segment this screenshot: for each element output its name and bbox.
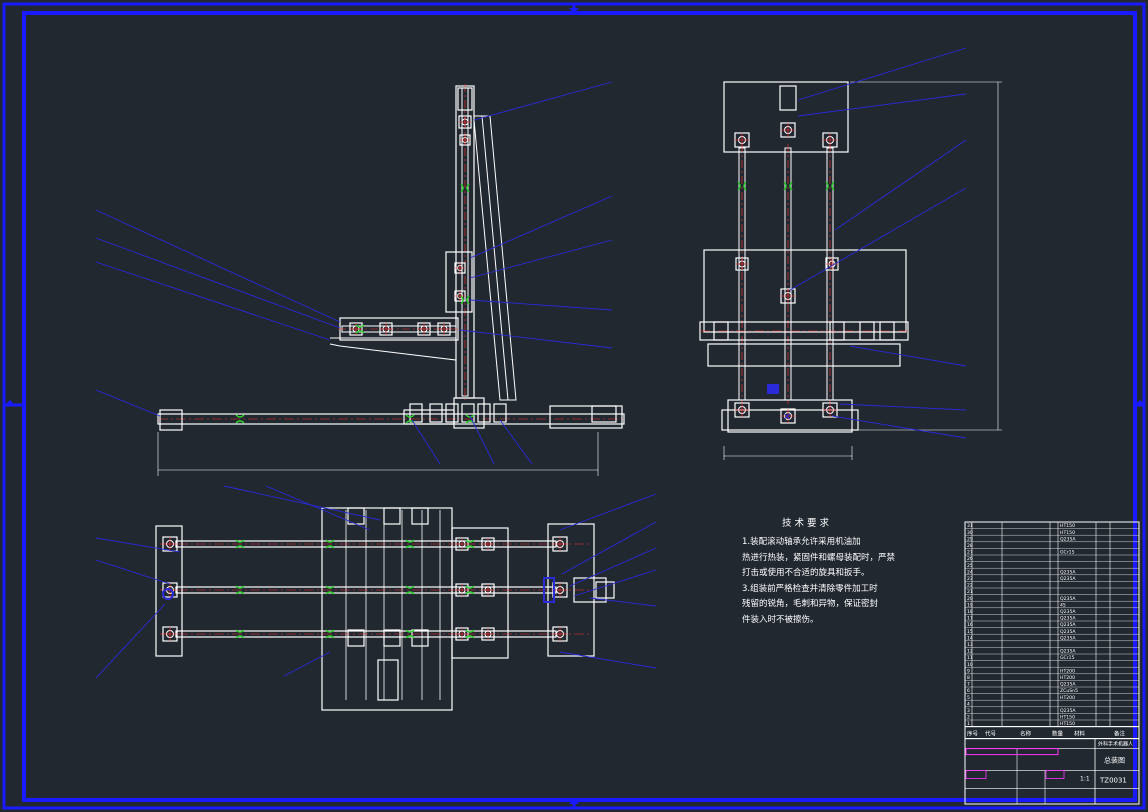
svg-text:HT200: HT200 [1060, 695, 1075, 701]
svg-text:12: 12 [967, 649, 973, 655]
svg-text:45: 45 [1060, 602, 1066, 608]
svg-text:15: 15 [967, 629, 973, 635]
svg-text:6: 6 [967, 688, 970, 694]
svg-text:22: 22 [967, 583, 973, 589]
front-view-leaders [95, 81, 613, 465]
svg-text:31: 31 [967, 523, 973, 529]
top-view [155, 507, 615, 711]
svg-text:HT150: HT150 [1060, 523, 1075, 529]
svg-text:18: 18 [967, 609, 973, 615]
svg-text:13: 13 [967, 642, 973, 648]
tech-requirement-line-1: 1.装配滚动轴承允许采用机油加 [742, 537, 861, 547]
top-view-leaders [95, 485, 657, 679]
svg-text:Q235A: Q235A [1060, 682, 1076, 688]
svg-text:30: 30 [967, 530, 973, 536]
svg-text:7: 7 [967, 682, 970, 688]
svg-text:Q235A: Q235A [1060, 635, 1076, 641]
svg-text:10: 10 [967, 662, 973, 668]
svg-text:20: 20 [967, 596, 973, 602]
svg-text:14: 14 [967, 635, 973, 641]
svg-text:Q235A: Q235A [1060, 609, 1076, 615]
svg-text:HT200: HT200 [1060, 668, 1075, 674]
side-view: ✕ [699, 81, 1002, 460]
svg-text:HT150: HT150 [1060, 715, 1075, 721]
svg-text:Q235A: Q235A [1060, 596, 1076, 602]
svg-text:28: 28 [967, 543, 973, 549]
svg-text:代号: 代号 [985, 730, 997, 738]
svg-text:9: 9 [967, 668, 970, 674]
svg-text:2: 2 [967, 715, 970, 721]
svg-text:名称: 名称 [1020, 730, 1032, 738]
tech-requirement-line-6: 件装入时不被擦伤。 [742, 614, 819, 625]
svg-text:Q235A: Q235A [1060, 622, 1076, 628]
svg-text:8: 8 [967, 675, 970, 681]
svg-text:Q235A: Q235A [1060, 629, 1076, 635]
svg-text:23: 23 [967, 576, 973, 582]
scale: 1:1 [1080, 776, 1090, 783]
tech-requirement-line-5: 残留的锐角，毛刺和异物，保证密封 [742, 599, 879, 609]
svg-text:16: 16 [967, 622, 973, 628]
svg-text:HT150: HT150 [1060, 530, 1075, 536]
svg-text:11: 11 [967, 655, 973, 661]
svg-text:26: 26 [967, 556, 973, 562]
svg-text:GCr15: GCr15 [1060, 550, 1075, 556]
svg-text:17: 17 [967, 616, 973, 622]
front-view [157, 84, 625, 476]
svg-text:Q235A: Q235A [1060, 536, 1076, 542]
svg-text:材料: 材料 [1074, 730, 1086, 738]
svg-text:Q235A: Q235A [1060, 569, 1076, 575]
svg-text:Q235A: Q235A [1060, 616, 1076, 622]
svg-text:GCr15: GCr15 [1060, 655, 1075, 661]
svg-text:25: 25 [967, 563, 973, 569]
svg-text:序号: 序号 [967, 730, 979, 738]
svg-text:数量: 数量 [1052, 730, 1064, 738]
svg-text:4: 4 [967, 701, 970, 707]
tech-requirement-line-4: 3.组装前严格检查并清除零件加工时 [742, 583, 878, 594]
svg-text:✕: ✕ [783, 412, 791, 423]
tech-requirement-line-3: 打击或使用不合适的旋具和扳手。 [742, 568, 870, 578]
svg-text:1: 1 [967, 721, 970, 727]
technical-requirements: 技术要求 1.装配滚动轴承允许采用机油加 热进行热装，紧固件和螺母装配时，严禁 … [742, 515, 922, 628]
svg-text:Q235A: Q235A [1060, 576, 1076, 582]
svg-text:Q235A: Q235A [1060, 649, 1076, 655]
svg-text:29: 29 [967, 536, 973, 542]
svg-text:备注: 备注 [1114, 730, 1126, 738]
svg-text:21: 21 [967, 589, 973, 595]
svg-text:HT150: HT150 [1060, 721, 1075, 727]
svg-text:24: 24 [967, 569, 973, 575]
side-view-leaders [789, 47, 967, 439]
svg-text:5: 5 [967, 695, 970, 701]
svg-text:3: 3 [967, 708, 970, 714]
svg-text:27: 27 [967, 550, 973, 556]
tech-requirement-line-2: 热进行热装，紧固件和螺母装配时，严禁 [742, 552, 896, 563]
drawing-code: TZ0031 [1099, 777, 1127, 785]
svg-text:ZCuSn5: ZCuSn5 [1060, 688, 1078, 694]
part-name: 总装图 [1104, 756, 1125, 765]
tech-requirements-title: 技术要求 [782, 518, 833, 529]
svg-text:19: 19 [967, 602, 973, 608]
drawing-name: 外科手术机器人 [1098, 741, 1133, 748]
svg-text:Q235A: Q235A [1060, 708, 1076, 714]
svg-text:HT200: HT200 [1060, 675, 1075, 681]
